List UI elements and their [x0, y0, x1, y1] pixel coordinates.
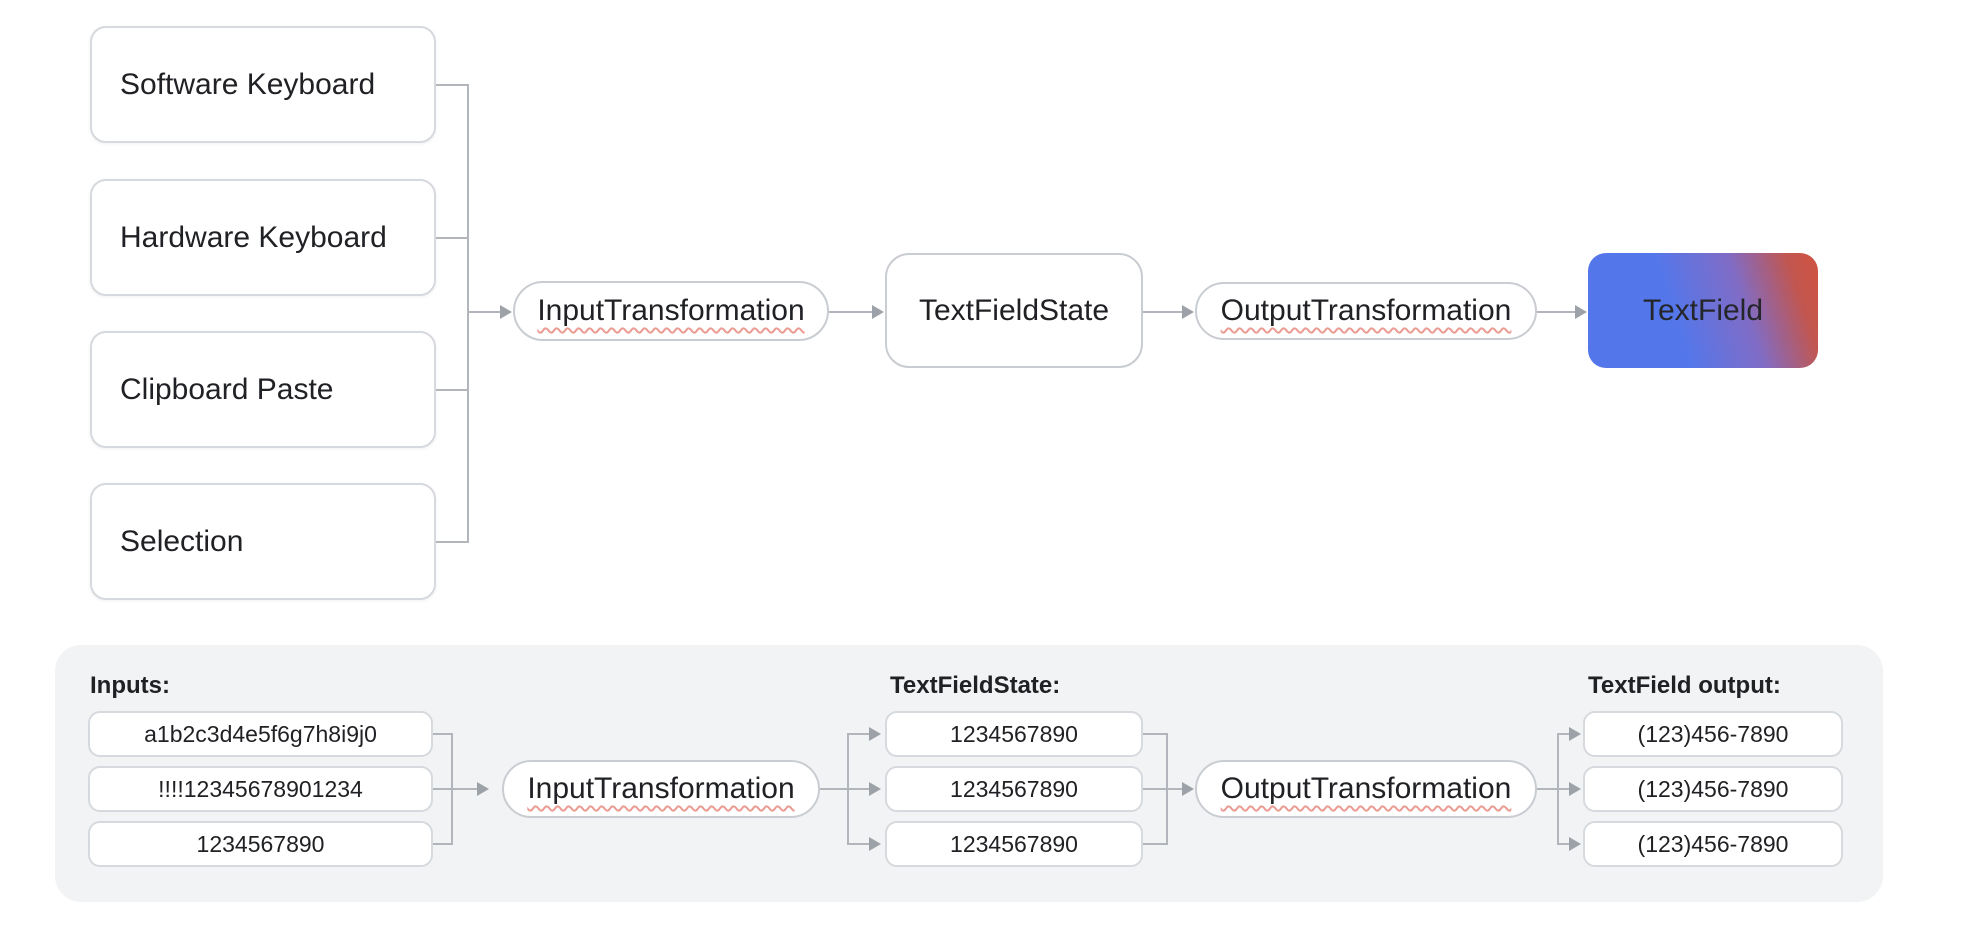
- connector-hline: [1537, 788, 1558, 790]
- input-value-box: a1b2c3d4e5f6g7h8i9j0: [88, 711, 433, 757]
- connector-hline: [847, 843, 870, 845]
- output-value-box: (123)456-7890: [1583, 711, 1843, 757]
- arrowhead-icon: [1569, 782, 1581, 796]
- output-transformation-label: OutputTransformation: [1220, 294, 1512, 327]
- output-value: (123)456-7890: [1637, 830, 1789, 857]
- source-label: Hardware Keyboard: [120, 220, 387, 254]
- arrowhead-icon: [1182, 782, 1194, 796]
- connector-hline: [436, 541, 468, 543]
- source-box-software-keyboard: Software Keyboard: [90, 26, 436, 143]
- connector-hline: [1143, 788, 1167, 790]
- connector-hline: [451, 788, 478, 790]
- output-value-box: (123)456-7890: [1583, 821, 1843, 867]
- source-box-selection: Selection: [90, 483, 436, 600]
- connector-hline: [829, 311, 874, 313]
- connector-hline: [1557, 843, 1570, 845]
- connector-hline: [1557, 733, 1570, 735]
- input-transformation-example-node: InputTransformation: [502, 760, 820, 818]
- arrowhead-icon: [1182, 305, 1194, 319]
- connector-vline: [467, 84, 469, 543]
- state-value: 1234567890: [950, 720, 1078, 747]
- source-box-clipboard-paste: Clipboard Paste: [90, 331, 436, 448]
- input-transformation-node: InputTransformation: [513, 281, 829, 341]
- source-label: Clipboard Paste: [120, 372, 334, 406]
- output-transformation-example-node: OutputTransformation: [1195, 760, 1537, 818]
- source-label: Selection: [120, 524, 244, 558]
- input-value-box: !!!!12345678901234: [88, 766, 433, 812]
- connector-hline: [1557, 788, 1570, 790]
- input-transformation-label: InputTransformation: [537, 294, 805, 327]
- output-transformation-label: OutputTransformation: [1220, 772, 1512, 805]
- text-field-node: TextField: [1588, 253, 1818, 368]
- connector-hline: [1143, 843, 1167, 845]
- arrowhead-icon: [1569, 837, 1581, 851]
- state-value-box: 1234567890: [885, 711, 1143, 757]
- connector-hline: [436, 237, 468, 239]
- connector-hline: [1166, 788, 1183, 790]
- text-field-state-node: TextFieldState: [885, 253, 1143, 368]
- connector-hline: [820, 788, 848, 790]
- textfield-output-label: TextField output:: [1588, 672, 1781, 699]
- source-box-hardware-keyboard: Hardware Keyboard: [90, 179, 436, 296]
- input-value: a1b2c3d4e5f6g7h8i9j0: [144, 720, 377, 747]
- connector-hline: [467, 311, 500, 313]
- connector-hline: [433, 733, 452, 735]
- connector-hline: [433, 788, 452, 790]
- connector-hline: [1143, 733, 1167, 735]
- arrowhead-icon: [869, 727, 881, 741]
- input-transformation-label: InputTransformation: [527, 772, 795, 805]
- input-value: !!!!12345678901234: [158, 775, 363, 802]
- connector-hline: [1537, 311, 1577, 313]
- output-value: (123)456-7890: [1637, 775, 1789, 802]
- state-value-box: 1234567890: [885, 766, 1143, 812]
- connector-hline: [847, 733, 870, 735]
- source-label: Software Keyboard: [120, 67, 376, 101]
- arrowhead-icon: [500, 305, 512, 319]
- state-value-box: 1234567890: [885, 821, 1143, 867]
- arrowhead-icon: [1569, 727, 1581, 741]
- state-value: 1234567890: [950, 775, 1078, 802]
- arrowhead-icon: [477, 782, 489, 796]
- connector-hline: [436, 84, 468, 86]
- connector-hline: [1143, 311, 1184, 313]
- output-transformation-node: OutputTransformation: [1195, 282, 1537, 340]
- input-value-box: 1234567890: [88, 821, 433, 867]
- input-value: 1234567890: [196, 830, 325, 857]
- state-value: 1234567890: [950, 830, 1078, 857]
- connector-hline: [436, 389, 468, 391]
- text-field-label: TextField: [1642, 293, 1764, 327]
- textfieldstate-label: TextFieldState:: [890, 672, 1061, 699]
- connector-hline: [847, 788, 870, 790]
- output-value-box: (123)456-7890: [1583, 766, 1843, 812]
- inputs-label: Inputs:: [90, 672, 170, 699]
- arrowhead-icon: [1575, 305, 1587, 319]
- connector-hline: [433, 843, 452, 845]
- text-field-state-label: TextFieldState: [918, 293, 1110, 327]
- arrowhead-icon: [869, 837, 881, 851]
- arrowhead-icon: [869, 782, 881, 796]
- arrowhead-icon: [872, 305, 884, 319]
- output-value: (123)456-7890: [1637, 720, 1789, 747]
